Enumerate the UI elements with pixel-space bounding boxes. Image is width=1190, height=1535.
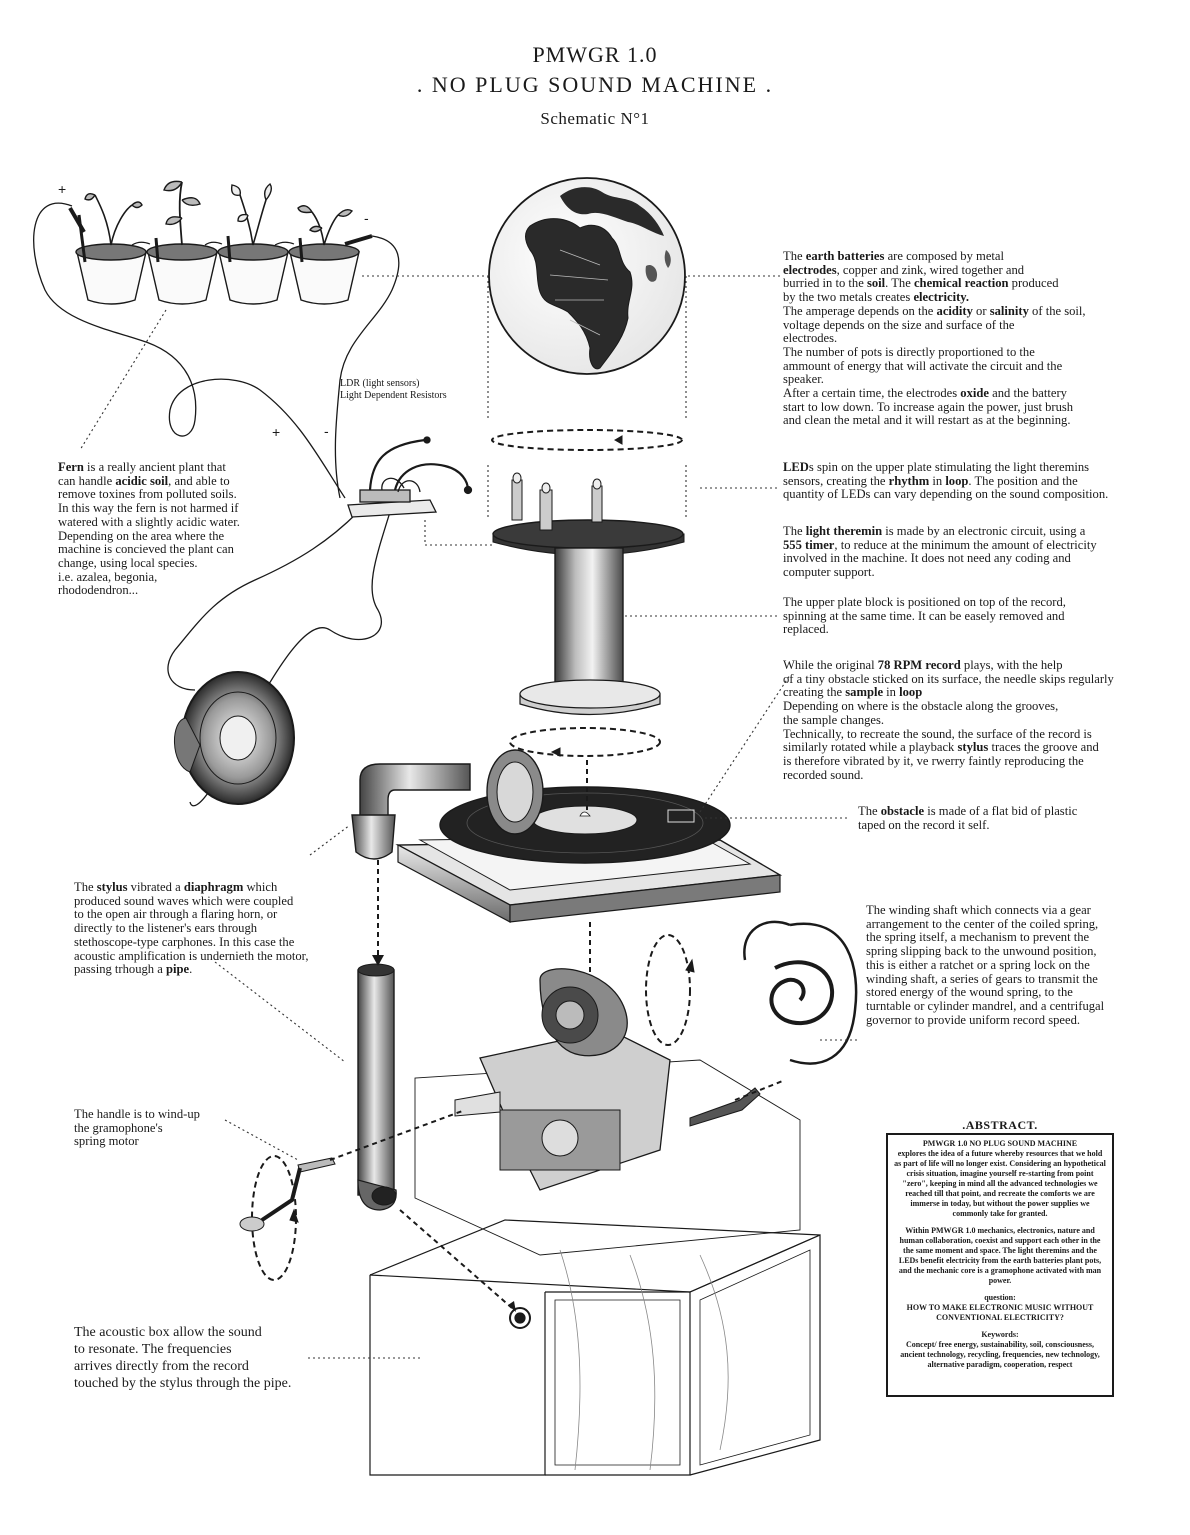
abstract-project-name: PMWGR 1.0 NO PLUG SOUND MACHINE [922, 1139, 1078, 1148]
spring-motor [414, 920, 858, 1256]
note-leds: LEDs spin on the upper plate stimulating… [783, 460, 1109, 502]
plus-sign-top: + [58, 181, 67, 197]
rotation-arrow-record [509, 727, 661, 757]
note-earth-batteries: The earth batteries are composed by meta… [783, 249, 1086, 428]
page-title: PMWGR 1.0 [532, 42, 658, 67]
leader-lines [79, 275, 860, 1359]
minus-sign-top: - [364, 210, 369, 226]
note-obstacle: The obstacle is made of a flat bid of pl… [858, 804, 1078, 832]
plant-pot-2 [146, 180, 218, 305]
minus-sign-ldr: - [324, 423, 329, 439]
note-handle: The handle is to wind-up the gramophone'… [74, 1107, 200, 1149]
plant-pot-4 [288, 205, 360, 305]
earth-battery-pots [68, 180, 373, 305]
page-subtitle: . NO PLUG SOUND MACHINE . [416, 72, 774, 97]
note-upper-plate: The upper plate block is positioned on t… [783, 595, 1066, 637]
abstract-keywords-label: Keywords: [981, 1330, 1019, 1339]
note-light-theremin: The light theremin is made by an electro… [783, 524, 1097, 580]
note-winding-shaft: The winding shaft which connects via a g… [866, 903, 1105, 1027]
speaker [174, 671, 295, 805]
note-fern: Fern is a really ancient plant that can … [58, 460, 240, 598]
record-obstacle [667, 809, 695, 823]
acoustic-box [369, 1219, 821, 1476]
rotation-arrow-top [491, 429, 683, 451]
abstract-question-label: question: [984, 1293, 1016, 1302]
assembly-lines [329, 760, 786, 1309]
upper-plate-block [491, 429, 685, 716]
plant-pot-1 [75, 192, 147, 305]
abstract-heading: .ABSTRACT. [962, 1118, 1038, 1132]
abstract-question: HOW TO MAKE ELECTRONIC MUSIC WITHOUT CON… [906, 1303, 1094, 1322]
plus-sign-ldr: + [272, 424, 281, 440]
gramophone [351, 749, 783, 924]
abstract-keywords: Concept/ free energy, sustainability, so… [900, 1340, 1100, 1369]
abstract-paragraph-2: Within PMWGR 1.0 mechanics, electronics,… [898, 1226, 1102, 1285]
earth-globe [488, 177, 686, 375]
winding-handle [239, 1155, 336, 1281]
acoustic-pipe [357, 963, 397, 1211]
note-acoustic-box: The acoustic box allow the sound to reso… [74, 1325, 292, 1391]
note-stylus: The stylus vibrated a diaphragm which pr… [74, 880, 309, 977]
abstract-paragraph-1: explores the idea of a future whereby re… [894, 1149, 1106, 1218]
circuit-wires [33, 202, 400, 807]
schematic-number: Schematic N°1 [540, 109, 650, 128]
ldr-circuit-board [347, 436, 473, 518]
plant-pot-3 [217, 182, 289, 305]
ldr-label: LDR (light sensors) Light Dependent Resi… [340, 378, 447, 401]
note-78rpm-record: While the original 78 RPM record plays, … [783, 658, 1114, 782]
arrowheads [372, 955, 516, 1312]
